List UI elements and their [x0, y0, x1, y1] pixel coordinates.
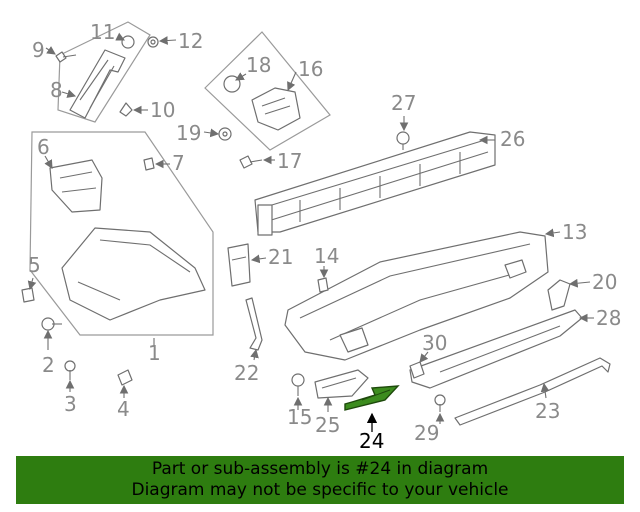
part-12-nut [147, 36, 159, 48]
info-banner: Part or sub-assembly is #24 in diagram D… [16, 456, 624, 504]
callout-15: 15 [287, 405, 312, 429]
part-9-bolt [55, 51, 77, 63]
part-14-clip [317, 277, 329, 293]
part-27-bolt [396, 131, 410, 150]
part-2-bolt [41, 317, 62, 331]
part-11-clip [121, 35, 135, 49]
callout-25: 25 [315, 413, 340, 437]
part-5-clip [21, 287, 35, 303]
part-6-bracket [49, 159, 103, 213]
part-3-bolt [64, 360, 76, 380]
callout-9: 9 [32, 38, 45, 62]
part-21-bracket [227, 243, 251, 287]
callout-2: 2 [42, 353, 55, 377]
part-17-bolt [239, 155, 263, 169]
part-30-clip [409, 361, 425, 379]
part-15-bolt [291, 373, 305, 396]
callout-13: 13 [562, 220, 587, 244]
callout-4: 4 [117, 397, 130, 421]
callout-labels: 1 2 3 4 5 6 7 8 9 10 11 12 13 14 15 16 1… [28, 20, 621, 453]
part-13-bumper-cover [284, 231, 549, 361]
callout-24: 24 [359, 429, 384, 453]
part-22-bracket [245, 297, 263, 351]
callout-3: 3 [64, 392, 77, 416]
part-29-bolt [434, 394, 446, 412]
part-28-diffuser [409, 309, 583, 389]
callout-7: 7 [172, 151, 185, 175]
callout-17: 17 [277, 149, 302, 173]
part-25-trim-bezel [314, 369, 369, 399]
callout-22: 22 [234, 361, 259, 385]
callout-1: 1 [148, 341, 161, 365]
part-23-trim-strip [454, 357, 611, 426]
callout-16: 16 [298, 57, 323, 81]
callout-6: 6 [37, 135, 50, 159]
callout-10: 10 [150, 98, 175, 122]
banner-line-2: Diagram may not be specific to your vehi… [131, 480, 509, 500]
parts-diagram: 1 2 3 4 5 6 7 8 9 10 11 12 13 14 15 16 1… [21, 20, 621, 453]
callout-12: 12 [178, 29, 203, 53]
callout-26: 26 [500, 127, 525, 151]
leader-lines [27, 32, 594, 432]
callout-18: 18 [246, 53, 271, 77]
callout-14: 14 [314, 244, 339, 268]
callout-29: 29 [414, 421, 439, 445]
callout-30: 30 [422, 331, 447, 355]
part-4-clip [117, 369, 133, 386]
part-1-bumper-corner [61, 227, 206, 321]
part-10-clip [119, 102, 133, 117]
part-7-clip [143, 157, 155, 171]
banner-line-1: Part or sub-assembly is #24 in diagram [151, 459, 489, 479]
callout-20: 20 [592, 270, 617, 294]
callout-28: 28 [596, 306, 621, 330]
callout-21: 21 [268, 245, 293, 269]
bracket-group-8-11 [57, 21, 151, 123]
callout-23: 23 [535, 399, 560, 423]
part-20-reflector [547, 279, 571, 311]
part-26-reinforcement-beam [254, 131, 496, 236]
callout-19: 19 [176, 121, 201, 145]
part-16-bracket [251, 87, 301, 131]
callout-27: 27 [391, 91, 416, 115]
part-19-clip [218, 127, 232, 141]
callout-5: 5 [28, 253, 41, 277]
part-8-bracket [69, 49, 126, 119]
callout-11: 11 [90, 20, 115, 44]
callout-8: 8 [50, 78, 63, 102]
part-24-highlighted [344, 385, 400, 411]
bracket-group-1-6 [29, 131, 214, 336]
